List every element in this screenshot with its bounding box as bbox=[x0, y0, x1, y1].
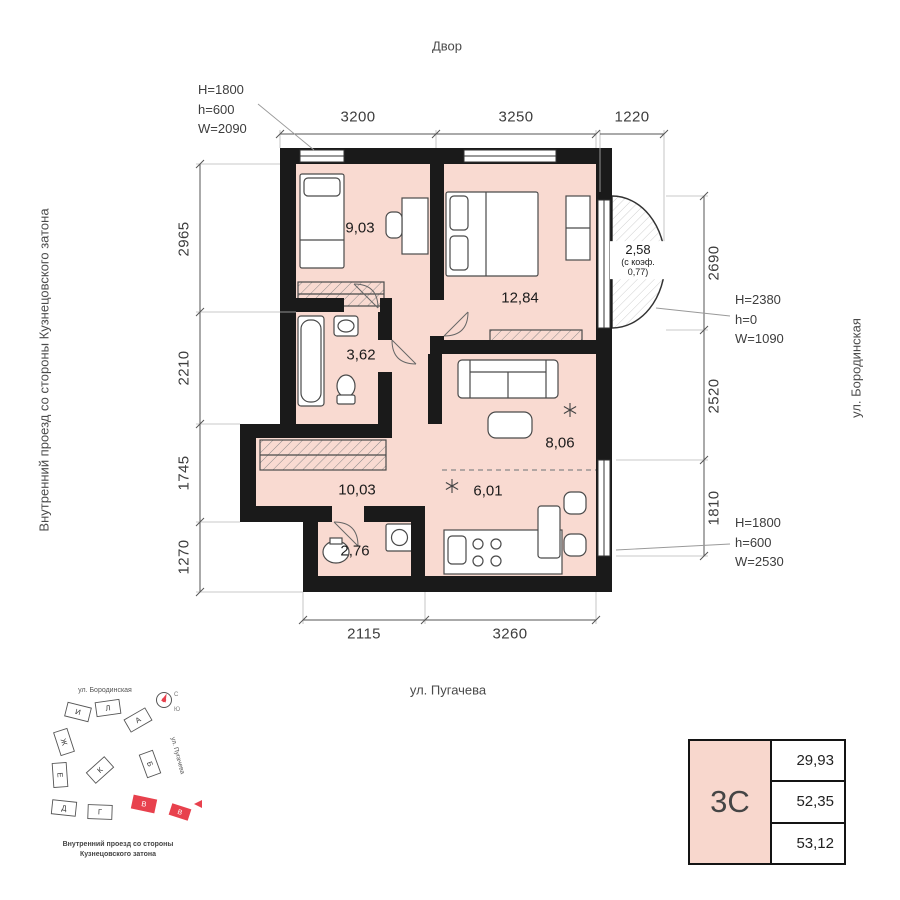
furniture-kitchen bbox=[443, 478, 587, 575]
dim-top-3: 1220 bbox=[614, 108, 650, 126]
svg-text:А: А bbox=[134, 715, 143, 725]
unit-area-row: 52,35 bbox=[772, 782, 844, 824]
room-area-bathroom: 3,62 bbox=[346, 346, 376, 364]
site-plan-building: Б bbox=[138, 749, 162, 779]
svg-text:Е: Е bbox=[55, 772, 64, 778]
svg-text:Л: Л bbox=[105, 703, 111, 713]
label-street-right: ул. Бородинская bbox=[848, 318, 864, 418]
svg-text:С: С bbox=[174, 692, 179, 698]
furniture-bathroom bbox=[297, 315, 359, 407]
leader-lines bbox=[257, 103, 731, 551]
site-street-right: ул. Пугачева bbox=[169, 736, 186, 775]
svg-text:И: И bbox=[74, 707, 81, 717]
site-plan-building: Ж bbox=[53, 727, 75, 757]
label-street-left: Внутренний проезд со стороны Кузнецовско… bbox=[36, 208, 52, 532]
site-plan: ул. Бородинская С Ю И Л А Ж Е К bbox=[50, 687, 202, 858]
unit-area-row: 29,93 bbox=[772, 741, 844, 783]
dim-left-1: 2965 bbox=[175, 221, 193, 257]
svg-text:К: К bbox=[95, 765, 105, 775]
site-caption: Внутренний проезд со стороны bbox=[63, 840, 174, 848]
dim-right-1: 2690 bbox=[705, 245, 723, 281]
unit-areas: 29,93 52,35 53,12 bbox=[772, 741, 844, 863]
site-street-top: ул. Бородинская bbox=[78, 687, 132, 694]
dim-bottom-1: 2115 bbox=[347, 625, 381, 643]
site-plan-building: Г bbox=[87, 804, 113, 820]
room-area-bedroom-small: 9,03 bbox=[345, 219, 375, 237]
site-plan-building-highlighted[interactable]: В bbox=[130, 794, 158, 814]
dim-top-1: 3200 bbox=[340, 108, 376, 126]
window-spec-top-left: H=1800 h=600 W=2090 bbox=[198, 82, 247, 136]
doors bbox=[333, 283, 469, 547]
room-area-bathroom-small: 2,76 bbox=[340, 542, 370, 560]
site-plan-building: И bbox=[64, 701, 92, 723]
svg-text:В: В bbox=[141, 799, 148, 809]
dim-right-3: 1810 bbox=[705, 490, 723, 526]
furniture-living bbox=[457, 359, 577, 439]
svg-text:Б: Б bbox=[145, 760, 155, 768]
site-plan-building-highlighted[interactable]: В bbox=[168, 803, 192, 821]
dim-left-4: 1270 bbox=[175, 539, 193, 575]
label-courtyard: Двор bbox=[431, 38, 463, 54]
compass-icon: С Ю bbox=[156, 692, 180, 713]
dim-left-3: 1745 bbox=[175, 455, 193, 491]
svg-text:Ж: Ж bbox=[59, 737, 70, 746]
dim-top-2: 3250 bbox=[498, 108, 534, 126]
furniture-hall bbox=[259, 439, 387, 471]
room-area-kitchen: 6,01 bbox=[473, 482, 503, 500]
window-spec-right-low: H=1800 h=600 W=2530 bbox=[735, 515, 784, 569]
dimension-lines bbox=[195, 129, 709, 625]
svg-text:В: В bbox=[176, 809, 183, 817]
dim-right-2: 2520 bbox=[705, 378, 723, 414]
unit-area-row: 53,12 bbox=[796, 834, 834, 852]
window-spec-right-mid: H=2380 h=0 W=1090 bbox=[735, 292, 784, 346]
furniture-bathroom-small bbox=[322, 523, 414, 564]
unit-info-card[interactable]: 3С 29,93 52,35 53,12 bbox=[688, 739, 846, 865]
dim-left-2: 2210 bbox=[175, 350, 193, 386]
room-area-bedroom-large: 12,84 bbox=[501, 289, 539, 307]
label-street-bottom: ул. Пугачева bbox=[409, 682, 487, 698]
room-area-hall: 10,03 bbox=[338, 481, 376, 499]
site-plan-building: Л bbox=[94, 698, 122, 718]
svg-text:Д: Д bbox=[61, 803, 67, 812]
unit-type-badge: 3С bbox=[690, 741, 772, 863]
site-caption: Кузнецовского затона bbox=[80, 851, 156, 858]
site-plan-building: Д bbox=[50, 799, 78, 817]
room-area-living: 8,06 bbox=[545, 434, 575, 452]
site-plan-marker bbox=[194, 800, 202, 808]
site-plan-building: А bbox=[123, 707, 153, 733]
dim-bottom-2: 3260 bbox=[492, 625, 528, 643]
site-plan-building: Е bbox=[51, 762, 69, 788]
svg-text:Г: Г bbox=[98, 807, 102, 816]
room-area-balcony: 2,58 (с коэф. 0,77) bbox=[610, 241, 666, 279]
windows bbox=[299, 149, 611, 557]
extension-lines bbox=[196, 130, 708, 624]
site-plan-building: К bbox=[85, 756, 115, 784]
svg-text:Ю: Ю bbox=[174, 707, 180, 713]
